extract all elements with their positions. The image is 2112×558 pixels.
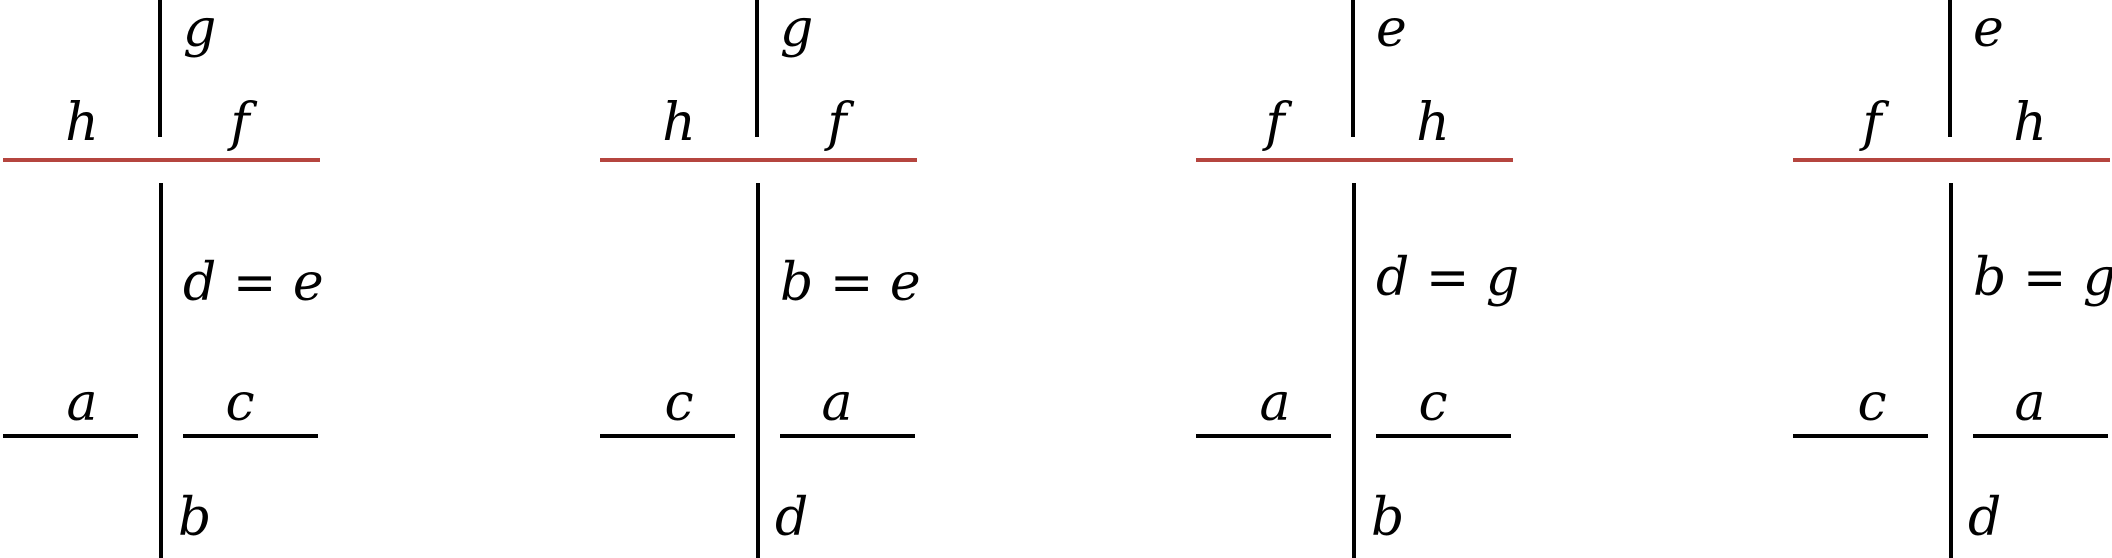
top-right-label: f bbox=[823, 93, 854, 153]
bottom-down-label: b bbox=[1371, 488, 1404, 548]
panel-1: g h f d = e a c b bbox=[3, 0, 324, 558]
top-right-label: h bbox=[2013, 93, 2047, 153]
bottom-left-label: c bbox=[1857, 373, 1886, 433]
bottom-left-label: a bbox=[66, 373, 97, 433]
relation-label: b = g bbox=[1973, 248, 2112, 308]
panel-4: e f h b = g c a d bbox=[1793, 0, 2112, 558]
bottom-right-label: a bbox=[2014, 373, 2045, 433]
top-right-label: h bbox=[1416, 93, 1450, 153]
bottom-down-label: b bbox=[178, 488, 211, 548]
bottom-left-label: a bbox=[1259, 373, 1290, 433]
relation-label: b = e bbox=[780, 253, 921, 313]
top-up-label: g bbox=[183, 0, 216, 59]
top-up-label: g bbox=[780, 0, 813, 59]
top-left-label: h bbox=[65, 93, 99, 153]
bottom-down-label: d bbox=[1968, 488, 2001, 548]
top-left-label: h bbox=[662, 93, 696, 153]
top-left-label: f bbox=[1858, 93, 1889, 153]
top-up-label: e bbox=[1376, 0, 1407, 59]
panel-2: g h f b = e c a d bbox=[600, 0, 921, 558]
relation-label: d = e bbox=[183, 253, 324, 313]
bottom-right-label: a bbox=[821, 373, 852, 433]
panel-3: e f h d = g a c b bbox=[1196, 0, 1519, 558]
bottom-left-label: c bbox=[664, 373, 693, 433]
bottom-right-label: c bbox=[1418, 373, 1447, 433]
bottom-right-label: c bbox=[225, 373, 254, 433]
bottom-down-label: d bbox=[775, 488, 808, 548]
relation-label: d = g bbox=[1376, 248, 1519, 308]
top-right-label: f bbox=[226, 93, 257, 153]
top-up-label: e bbox=[1973, 0, 2004, 59]
top-left-label: f bbox=[1261, 93, 1292, 153]
